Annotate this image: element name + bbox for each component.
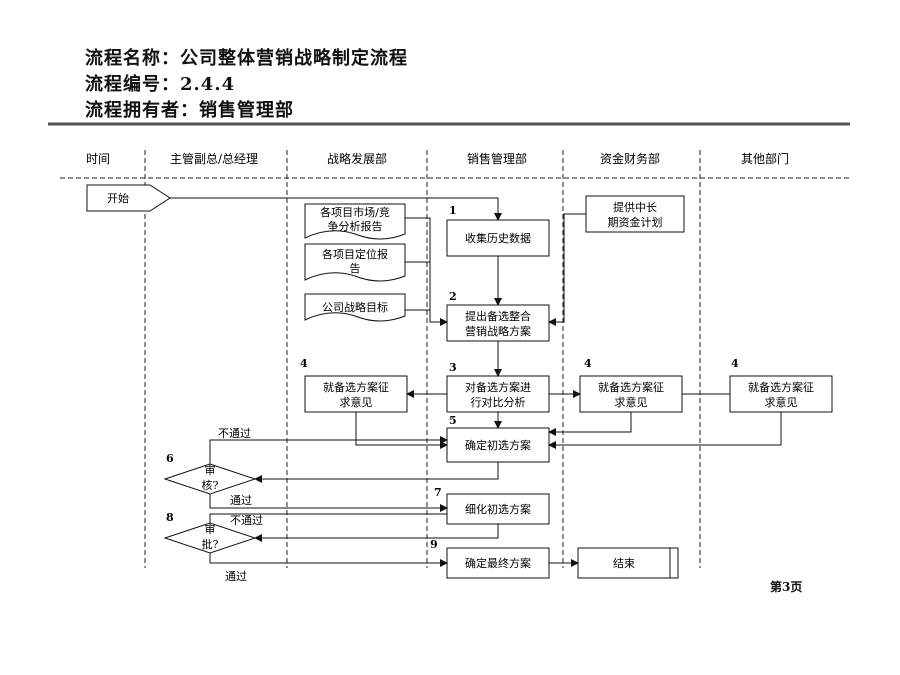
step-number-9: 9 [430, 538, 438, 551]
lane-sales: 销售管理部 [467, 151, 527, 166]
edge-step5-to-review [254, 462, 499, 483]
doc-market-analysis [304, 203, 406, 240]
process-owner-value: 销售管理部 [199, 100, 294, 121]
process-name-row: 流程名称：公司整体营销战略制定流程 [85, 44, 408, 70]
start-node [86, 184, 171, 212]
step4-other-line2: 求意见 [765, 395, 798, 409]
step-number-7: 7 [434, 486, 442, 499]
lane-finance: 资金财务部 [600, 151, 660, 166]
edge-approve-reject [209, 513, 447, 523]
edge-review-reject [209, 436, 448, 464]
step3-line2: 行对比分析 [471, 395, 526, 409]
process-name-value: 公司整体营销战略制定流程 [180, 48, 408, 69]
step-number-2: 2 [449, 290, 457, 303]
doc-strategic-goals-label: 公司战略目标 [322, 300, 388, 314]
step-number-6: 6 [166, 452, 174, 465]
step2-line1: 提出备选整合 [465, 309, 531, 323]
page-number: 第3页 [770, 580, 803, 594]
end-node [577, 547, 679, 579]
start-label: 开始 [107, 191, 129, 205]
step-number-4-strategy: 4 [300, 357, 308, 370]
edge-label-pass2: 通过 [225, 570, 247, 583]
edge-label-reject2: 不通过 [230, 514, 263, 527]
lane-other: 其他部门 [741, 151, 789, 166]
process-name-label: 流程名称： [85, 48, 180, 69]
step4-finance-line2: 求意见 [615, 395, 648, 409]
edge-strategy-to-step5 [355, 412, 448, 449]
doc-positioning-line2: 告 [350, 262, 361, 275]
edge-label-pass1: 通过 [230, 494, 252, 507]
doc-market-analysis-line2: 争分析报告 [328, 219, 383, 233]
finance-plan-line1: 提供中长 [613, 200, 657, 214]
step5-label: 确定初选方案 [465, 438, 531, 452]
step4-strategy-line2: 求意见 [340, 395, 373, 409]
decision-review-line1: 审 [205, 463, 216, 477]
edge-review-pass [209, 494, 448, 512]
doc-strategic-goals [304, 293, 406, 322]
process-owner-label: 流程拥有者： [85, 100, 199, 121]
decision-approve-line2: 批? [202, 537, 219, 551]
step9-label: 确定最终方案 [465, 556, 531, 570]
step4-other-box [729, 375, 833, 413]
decision-review-line2: 核? [202, 478, 219, 492]
lane-strategy: 战略发展部 [327, 151, 387, 166]
lane-time: 时间 [86, 152, 110, 166]
edge-start-to-step1 [170, 197, 502, 221]
doc-market-analysis-line1: 各项目市场/竞 [320, 205, 390, 219]
edge-label-reject1: 不通过 [218, 427, 251, 440]
step-number-8: 8 [166, 511, 174, 524]
step4-other-line1: 就备选方案征 [748, 380, 814, 394]
step-number-3: 3 [449, 361, 457, 374]
lane-vp: 主管副总/总经理 [170, 151, 258, 166]
edge-finance-to-step5 [548, 412, 632, 436]
process-code-row: 流程编号：2.4.4 [85, 70, 235, 96]
step-number-5: 5 [449, 414, 457, 427]
finance-plan-line2: 期资金计划 [608, 215, 663, 229]
step-number-1: 1 [449, 204, 457, 217]
step3-box [446, 375, 550, 413]
edge-finance-to-step2 [548, 213, 586, 326]
step-number-4-finance: 4 [584, 357, 592, 370]
process-code-label: 流程编号： [85, 74, 180, 95]
step1-label: 收集历史数据 [465, 231, 531, 245]
doc-positioning-line1: 各项目定位报 [322, 247, 388, 261]
edge-approve-pass [209, 553, 448, 567]
step1-box [446, 219, 550, 257]
lane-dividers [60, 150, 852, 568]
step4-finance-line1: 就备选方案征 [598, 380, 664, 394]
connectors [170, 197, 782, 567]
step7-box [446, 493, 550, 525]
edge-step7-to-approve [254, 524, 499, 542]
doc-positioning-report [304, 243, 406, 282]
step3-line1: 对备选方案进 [465, 380, 531, 394]
edge-other-to-step5 [548, 412, 782, 449]
edge-doc1-to-step2 [405, 217, 448, 326]
process-owner-row: 流程拥有者：销售管理部 [85, 96, 294, 122]
step-number-4-other: 4 [731, 357, 739, 370]
decision-approve-line1: 审 [205, 522, 216, 536]
step4-strategy-line1: 就备选方案征 [323, 380, 389, 394]
step2-line2: 营销战略方案 [465, 324, 531, 338]
process-code-value: 2.4.4 [180, 74, 236, 95]
step7-label: 细化初选方案 [465, 502, 531, 516]
end-label: 结束 [613, 557, 635, 570]
step4-strategy-box [304, 375, 408, 413]
